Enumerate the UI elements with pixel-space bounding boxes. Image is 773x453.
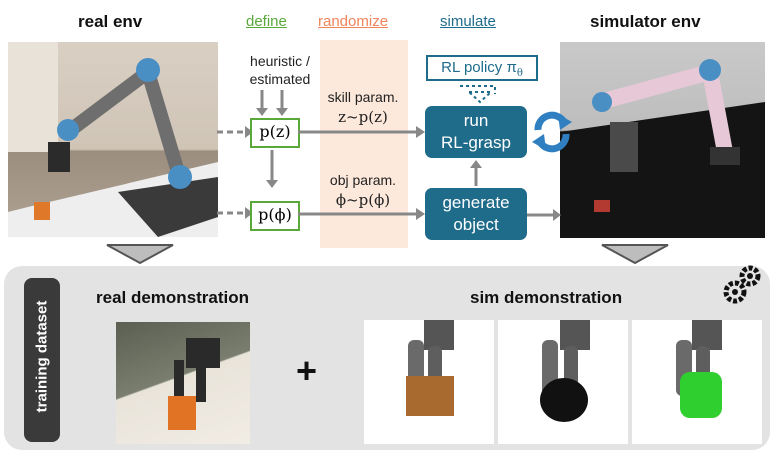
sim-demonstration-title: sim demonstration [470, 288, 623, 307]
real-demo-illustration [168, 338, 220, 430]
stage-define: define [246, 13, 287, 30]
sim-demo-3-illustration [676, 320, 722, 418]
simulator-env-render [560, 42, 765, 238]
training-dataset-side-tab [24, 278, 60, 442]
skill-param-label: skill param. [327, 89, 399, 105]
run-rl-grasp-line2: RL-grasp [441, 133, 511, 152]
rl-policy-subscript: θ [516, 68, 523, 79]
sim-demo-1-illustration [406, 320, 454, 416]
refresh-cycle-icon [532, 111, 572, 153]
sim-down-arrow [601, 244, 669, 265]
real-demonstration-title: real demonstration [96, 288, 250, 307]
real-demonstration-image [116, 322, 250, 444]
obj-param-label: obj param. [329, 172, 397, 188]
pphi-box: p(ϕ) [250, 201, 300, 231]
define-connectors [256, 90, 288, 188]
generate-to-run-arrow [470, 160, 482, 186]
run-rl-grasp-box: run RL-grasp [425, 106, 527, 158]
rl-policy-box: RL policy πθ [426, 55, 538, 81]
heuristic-label-line2: estimated [249, 71, 311, 87]
policy-to-run-dashed-arrow [460, 85, 496, 104]
gears-icon [723, 265, 761, 304]
pz-box: p(z) [250, 118, 300, 148]
real-env-title: real env [78, 12, 143, 31]
obj-param-formula: ϕ~p(ϕ) [335, 191, 391, 209]
stage-simulate: simulate [440, 13, 496, 30]
sim-demo-2-illustration [540, 320, 590, 422]
training-dataset-label: training dataset [33, 300, 51, 413]
run-rl-grasp-line1: run [463, 111, 489, 130]
generate-object-box: generate object [425, 188, 527, 240]
generate-object-line2: object [453, 215, 499, 234]
sim-demo-image-1 [364, 320, 494, 444]
stage-randomize: randomize [318, 13, 389, 30]
robot-arm-sim-illustration [560, 59, 765, 238]
real-down-arrow [106, 244, 174, 265]
randomize-arrows [298, 126, 425, 220]
generate-object-line1: generate [442, 193, 510, 212]
robot-arm-real-illustration [8, 42, 218, 237]
generate-to-sim-arrow [527, 209, 561, 221]
real-to-define-arrows [217, 126, 253, 219]
simulator-env-title: simulator env [590, 12, 701, 31]
heuristic-label-line1: heuristic / [250, 53, 310, 69]
real-env-photo [8, 42, 218, 237]
plus-sign: + [296, 350, 318, 391]
sim-demo-image-3 [632, 320, 762, 444]
sim-demo-image-2 [498, 320, 628, 444]
rl-policy-label: RL policy π [441, 59, 517, 76]
skill-param-formula: z~p(z) [338, 108, 388, 126]
